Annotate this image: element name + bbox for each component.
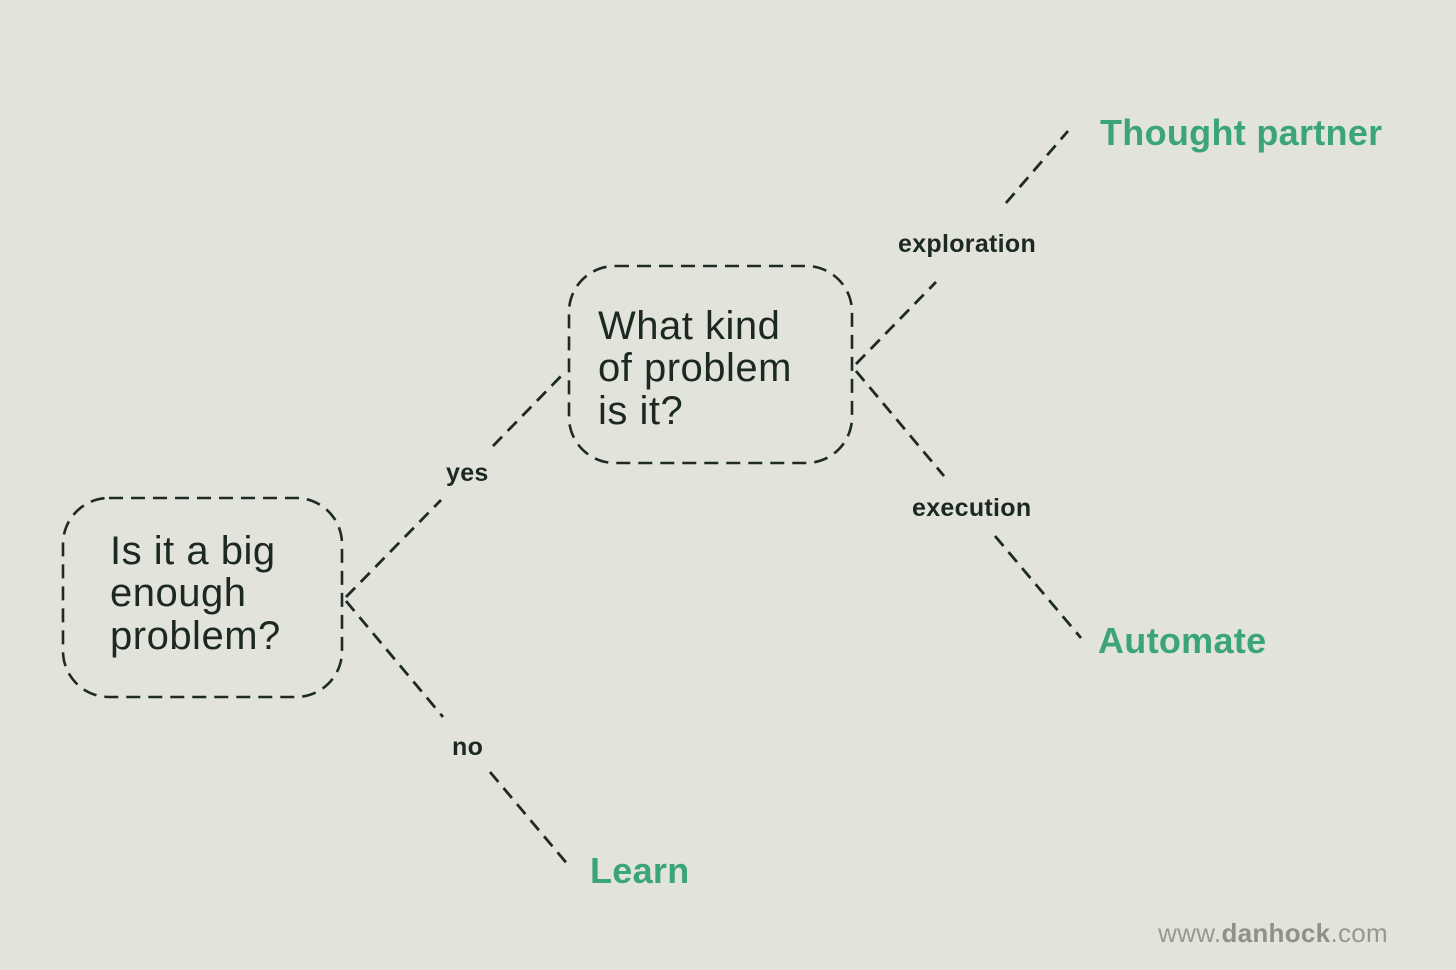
- no-edge-label: no: [452, 733, 484, 761]
- problem-kind-line-1: What kind: [598, 304, 781, 348]
- no-edge-segment: [344, 600, 445, 718]
- execution-edge-label: execution: [912, 494, 1032, 522]
- problem-size-line-2: enough: [110, 571, 247, 616]
- problem-size-node-text: Is it a big enough problem?: [110, 529, 281, 658]
- problem-kind-line-2: of problem: [598, 346, 792, 391]
- execution-edge-segment: [993, 535, 1083, 639]
- problem-kind-node-text: What kind of problem is it?: [598, 304, 792, 433]
- exploration-edge-segment: [1004, 130, 1070, 204]
- yes-edge-label: yes: [446, 459, 489, 487]
- watermark-name: danhock: [1221, 918, 1331, 948]
- problem-size-line-1: Is it a big: [110, 529, 276, 573]
- yes-edge-segment: [344, 499, 443, 598]
- watermark: www.danhock.com: [1158, 918, 1388, 949]
- outcome-learn: Learn: [590, 850, 690, 891]
- outcome-thought-partner: Thought partner: [1100, 112, 1383, 153]
- exploration-edge-label: exploration: [898, 230, 1037, 258]
- watermark-prefix: www.: [1158, 918, 1222, 948]
- yes-edge-segment: [491, 370, 568, 447]
- problem-size-node-outline: [61, 496, 344, 699]
- watermark-suffix: .com: [1330, 918, 1388, 948]
- exploration-edge-segment: [854, 281, 938, 365]
- problem-kind-line-3: is it?: [598, 388, 684, 433]
- no-edge-segment: [488, 771, 571, 867]
- problem-size-line-3: problem?: [110, 613, 281, 658]
- outcome-automate: Automate: [1098, 620, 1267, 661]
- execution-edge-segment: [854, 370, 946, 477]
- problem-kind-node-outline: [567, 264, 854, 465]
